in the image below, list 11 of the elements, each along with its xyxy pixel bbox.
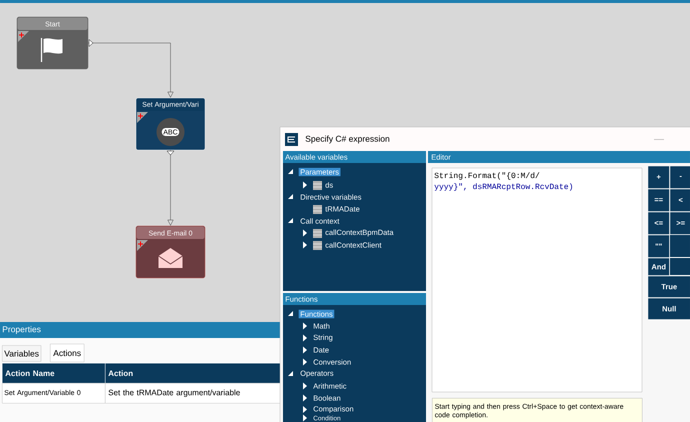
table-cell: Set the tRMADate argument/variable [105, 383, 282, 404]
table-header-cell: Action Name [2, 363, 106, 384]
tab: Variables [2, 345, 42, 362]
tab: Actions [50, 344, 84, 362]
arrow [88, 42, 174, 98]
table-header-cell: Action [105, 363, 282, 384]
panel-header: Properties [0, 322, 282, 338]
dialog-title: Specify C# expression [306, 136, 390, 144]
code-text: yyyy}", dsRMARcptRow.RcvDate) [434, 183, 572, 191]
code-text: String.Format("{0:M/d/ [434, 172, 540, 180]
arrow [168, 150, 174, 226]
